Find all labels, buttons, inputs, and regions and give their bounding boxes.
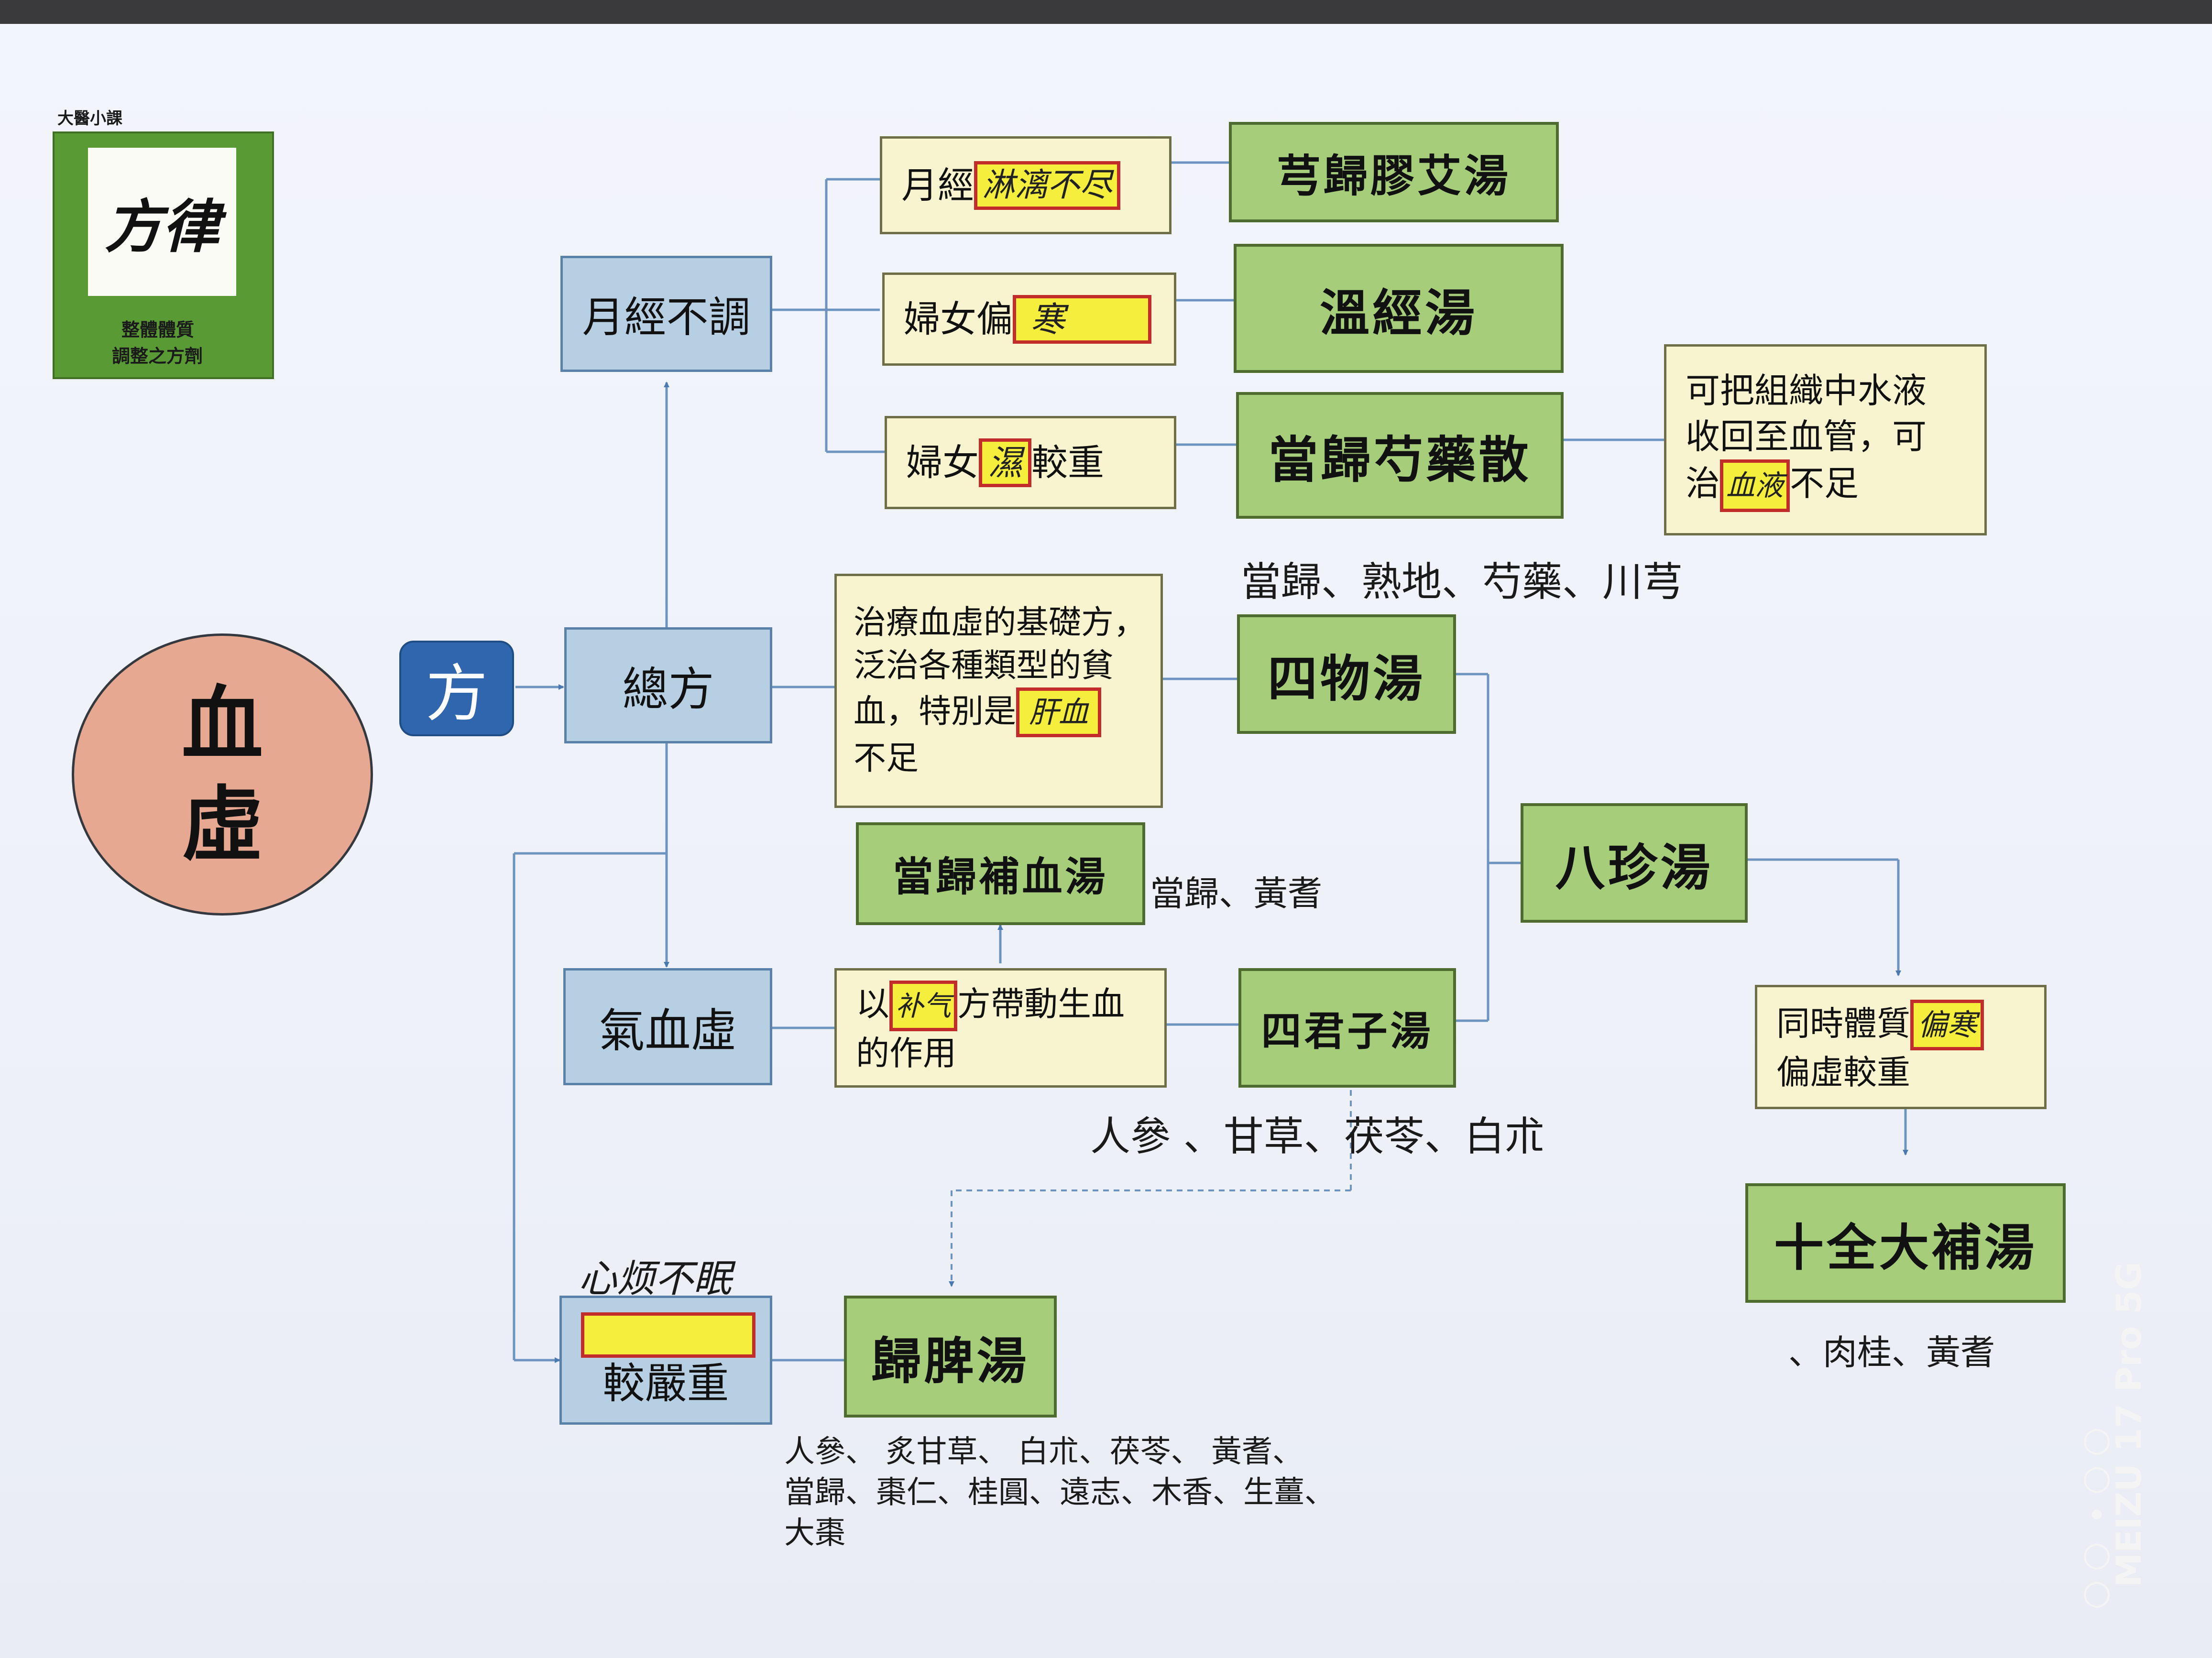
qi-note-handwriting: 补气 — [889, 981, 958, 1031]
formula-bazhen: 八珍湯 — [1521, 803, 1748, 923]
danggui-note-handwriting: 血液 — [1720, 459, 1790, 512]
ingredients-siwu: 當歸、熟地、芍藥、川芎 — [1241, 558, 1683, 605]
bazhen-note-handwriting: 偏寒 — [1910, 1000, 1984, 1050]
severe-highlight — [581, 1312, 756, 1358]
bazhen-note: 同時體質偏寒 偏虛較重 — [1755, 985, 2047, 1109]
main-circle: 血 虛 — [72, 633, 373, 916]
logo-top-text: 大醫小課 — [57, 109, 122, 128]
node-jiaoyanzhong: 較嚴重 — [559, 1296, 772, 1425]
danggui-note-prefix: 治 — [1686, 463, 1720, 503]
qi-note-line2: 的作用 — [856, 1034, 956, 1073]
node-jiaoyanzhong-label: 較嚴重 — [602, 1359, 729, 1408]
siwu-note-line1: 治療血虛的基礎方， — [854, 604, 1147, 642]
ingredients-guipi-line2: 當歸、棗仁、桂圓、遠志、木香、生薑、 — [784, 1475, 1335, 1510]
node-yuejing: 月經不調 — [560, 256, 772, 372]
camera-watermark: MEIZU 17 Pro 5G ○○•○○ — [2080, 1262, 2176, 1621]
ingredients-dangguibuxue: 當歸、黃耆 — [1150, 873, 1323, 914]
logo-inner: 方律 — [88, 148, 236, 296]
siwu-note-line2: 泛治各種類型的貧 — [854, 647, 1114, 685]
qi-note-prefix: 以 — [856, 984, 889, 1024]
handwriting-above-severe: 心烦不眠 — [579, 1256, 732, 1301]
formula-dangguibuxue: 當歸補血湯 — [856, 822, 1145, 925]
danggui-note-suffix: 不足 — [1790, 463, 1859, 503]
formula-sijunzi: 四君子湯 — [1238, 968, 1456, 1088]
menstrual-note-1-handwriting: 淋漓不尽 — [974, 161, 1121, 210]
menstrual-note-3-handwriting: 濕 — [979, 438, 1032, 487]
main-circle-line1: 血 — [181, 676, 263, 772]
siwu-note-line3: 血，特別是肝血 — [854, 687, 1102, 737]
menstrual-note-3-suffix: 較重 — [1031, 441, 1105, 484]
ingredients-sijunzi: 人參 、甘草、茯苓、白朮 — [1090, 1113, 1545, 1160]
logo-brush-text: 方律 — [105, 193, 219, 261]
ingredients-guipi-line3: 大棗 — [784, 1516, 845, 1551]
formula-sijunzi-label: 四君子湯 — [1261, 1007, 1434, 1055]
ingredients-shiquan: 、肉桂、黃耆 — [1788, 1332, 1995, 1373]
logo-caption-2: 調整之方劑 — [112, 346, 203, 367]
ingredients-guipi-line1: 人參、 炙甘草、 白朮、茯苓、 黃耆、 — [784, 1434, 1303, 1470]
formula-siwu-label: 四物湯 — [1267, 649, 1425, 708]
watermark-text: MEIZU 17 Pro 5G — [2109, 1262, 2149, 1587]
siwu-note: 治療血虛的基礎方， 泛治各種類型的貧 血，特別是肝血 不足 — [834, 574, 1163, 808]
formula-guipi: 歸脾湯 — [844, 1296, 1057, 1418]
siwu-note-line4: 不足 — [854, 740, 919, 777]
siwu-note-handwriting: 肝血 — [1016, 687, 1102, 737]
node-qixuexu-label: 氣血虛 — [599, 1004, 737, 1058]
logo-caption-1: 整體體質 — [121, 319, 195, 340]
formula-guipi-label: 歸脾湯 — [871, 1331, 1029, 1390]
logo: 大醫小課 方律 整體體質 調整之方劑 — [53, 105, 274, 402]
formula-xiongguijiaoai: 芎歸膠艾湯 — [1229, 122, 1559, 222]
qi-note-line1-suffix: 方帶動生血 — [957, 984, 1125, 1024]
formula-wenjing-label: 溫經湯 — [1319, 283, 1478, 342]
menstrual-note-2-prefix: 婦女偏 — [904, 297, 1013, 340]
formula-bazhen-label: 八珍湯 — [1555, 838, 1713, 897]
node-zongfang-label: 總方 — [622, 663, 714, 716]
fang-badge: 方 — [399, 641, 514, 736]
danggui-shaoyao-note: 可把組織中水液 收回至血管，可 治血液不足 — [1664, 344, 1987, 535]
node-qixuexu: 氣血虛 — [563, 968, 772, 1085]
menstrual-note-2: 婦女偏 寒 — [882, 273, 1176, 366]
siwu-note-line3-prefix: 血，特別是 — [854, 693, 1017, 731]
connector-lines — [513, 161, 1908, 1363]
qi-note: 以补气方帶動生血 的作用 — [834, 968, 1167, 1088]
bazhen-note-line1: 同時體質偏寒 — [1776, 1000, 1984, 1050]
formula-dangguishaoyao: 當歸芍藥散 — [1236, 392, 1564, 519]
formula-dangguibuxue-label: 當歸補血湯 — [893, 853, 1108, 900]
fang-badge-label: 方 — [425, 657, 488, 730]
formula-siwu: 四物湯 — [1237, 614, 1456, 734]
main-circle-line2: 虛 — [181, 777, 263, 873]
logo-panel: 方律 整體體質 調整之方劑 — [53, 131, 274, 379]
worksheet-paper: 大醫小課 方律 整體體質 調整之方劑 血 虛 方 總方 月經不調 氣血虛 較嚴重… — [0, 24, 2212, 1658]
formula-shiquan-label: 十全大補湯 — [1774, 1218, 2037, 1277]
menstrual-note-3-prefix: 婦女 — [906, 441, 979, 484]
danggui-note-line3: 治血液不足 — [1686, 459, 1859, 512]
qi-note-line1: 以补气方帶動生血 — [856, 981, 1125, 1031]
node-yuejing-label: 月經不調 — [582, 293, 751, 342]
watermark-dots-icon: ○○•○○ — [2082, 1419, 2112, 1612]
formula-shiquan: 十全大補湯 — [1745, 1183, 2066, 1303]
bazhen-note-line1-prefix: 同時體質 — [1776, 1004, 1910, 1043]
menstrual-note-1: 月經 淋漓不尽 — [880, 136, 1172, 234]
formula-dangguishaoyao-label: 當歸芍藥散 — [1268, 430, 1532, 489]
danggui-note-line1: 可把組織中水液 — [1686, 371, 1927, 411]
menstrual-note-1-prefix: 月經 — [901, 164, 974, 207]
formula-wenjing: 溫經湯 — [1234, 244, 1564, 373]
menstrual-note-3: 婦女 濕 較重 — [885, 416, 1176, 509]
node-zongfang: 總方 — [564, 627, 772, 743]
formula-xiongguijiaoai-label: 芎歸膠艾湯 — [1276, 150, 1511, 202]
bazhen-note-line2: 偏虛較重 — [1776, 1053, 1910, 1092]
menstrual-note-2-handwriting: 寒 — [1013, 295, 1151, 344]
danggui-note-line2: 收回至血管，可 — [1686, 416, 1927, 457]
